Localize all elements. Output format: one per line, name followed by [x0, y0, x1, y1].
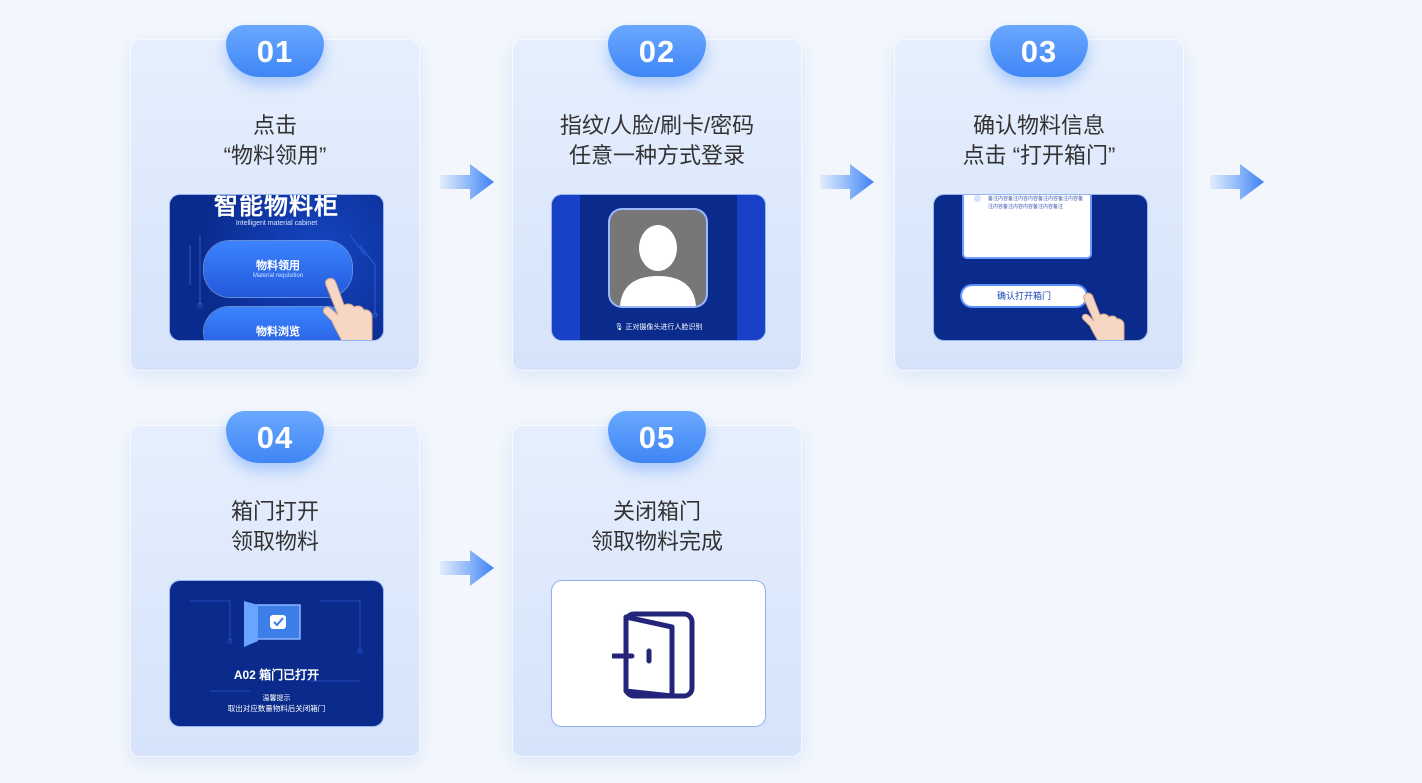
step-title-line1: 指纹/人脸/刷卡/密码 [559, 113, 755, 138]
step-title: 箱门打开 领取物料 [130, 497, 420, 557]
screen-heading: 智能物料柜 [214, 195, 339, 220]
screen-illustration: 🎙 正对摄像头进行人脸识别 [552, 195, 765, 340]
step-title-line2: 任意一种方式登录 [568, 143, 745, 168]
button-label: 物料浏览 [256, 326, 300, 338]
hand-pointer-icon [323, 277, 373, 340]
step-card-1: 01 点击 “物料领用” 智能物料柜 Intelligent material … [130, 25, 420, 371]
step-title-line1: 箱门打开 [230, 499, 319, 524]
step-title: 关闭箱门 领取物料完成 [512, 497, 802, 557]
step-title-line1: 确认物料信息 [972, 113, 1105, 138]
step-title-line2: “物料领用” [223, 143, 327, 168]
step-number-badge: 01 [226, 25, 324, 77]
step-card-3: 03 确认物料信息 点击 “打开箱门” 备注内容备注内容内容备注内容备注内容备注… [894, 25, 1184, 371]
arrow-right-icon [440, 164, 494, 200]
arrow-right-icon [1210, 164, 1264, 200]
step-title-line2: 领取物料 [230, 529, 319, 554]
button-sublabel: Material requisition [252, 273, 304, 279]
arrow-right-icon [440, 550, 494, 586]
step-title-line1: 点击 [252, 113, 297, 138]
circuit-decoration [189, 234, 378, 318]
arrow-right-icon [820, 164, 874, 200]
step-title: 指纹/人脸/刷卡/密码 任意一种方式登录 [512, 111, 802, 171]
screen-illustration [552, 581, 765, 726]
step-number-badge: 04 [226, 411, 324, 463]
user-avatar-icon [610, 210, 706, 306]
microphone-icon: 🎙 [614, 324, 626, 331]
hand-pointer-icon [1081, 292, 1125, 340]
screen-illustration: A02 箱门已打开 温馨提示 取出对应数量物料后关闭箱门 [170, 581, 383, 726]
confirm-open-door-button[interactable]: 确认打开箱门 [962, 286, 1086, 306]
info-icon [974, 195, 981, 202]
button-label: 物料领用 [256, 260, 300, 272]
tip-text: 取出对应数量物料后关闭箱门 [227, 704, 326, 713]
circuit-decoration [190, 600, 363, 692]
face-recognition-caption: 🎙 正对摄像头进行人脸识别 [614, 324, 703, 331]
step-number-badge: 03 [990, 25, 1088, 77]
door-close-icon [612, 611, 695, 699]
door-opened-message: A02 箱门已打开 [233, 668, 320, 682]
material-info-panel: 备注内容备注内容内容备注内容备注内容备注内容备注内容内容备注内容备注 [964, 195, 1090, 257]
step-title: 确认物料信息 点击 “打开箱门” [894, 111, 1184, 171]
screen-illustration: 智能物料柜 Intelligent material cabinet 物料领用 … [170, 195, 383, 340]
step-title-line2: 点击 “打开箱门” [962, 143, 1116, 168]
screen-illustration: 备注内容备注内容内容备注内容备注内容备注内容备注内容内容备注内容备注 确认打开箱… [934, 195, 1147, 340]
step-number-badge: 05 [608, 411, 706, 463]
step-title-line2: 领取物料完成 [590, 529, 723, 554]
tip-title: 温馨提示 [262, 695, 291, 702]
step-title-line1: 关闭箱门 [612, 499, 701, 524]
open-door-icon [244, 601, 301, 647]
step-number-badge: 02 [608, 25, 706, 77]
step-card-4: 04 箱门打开 领取物料 A02 箱门已打开 温馨提示 取出对应数量物料后关闭箱… [130, 411, 420, 757]
screen-subheading: Intelligent material cabinet [235, 220, 318, 227]
step-card-5: 05 关闭箱门 领取物料完成 [512, 411, 802, 757]
step-title: 点击 “物料领用” [130, 111, 420, 171]
step-card-2: 02 指纹/人脸/刷卡/密码 任意一种方式登录 🎙 正对摄像头进行人脸识别 [512, 25, 802, 371]
material-info-text: 备注内容备注内容内容备注内容备注内容备注内容备注内容内容备注内容备注 [988, 196, 1084, 210]
